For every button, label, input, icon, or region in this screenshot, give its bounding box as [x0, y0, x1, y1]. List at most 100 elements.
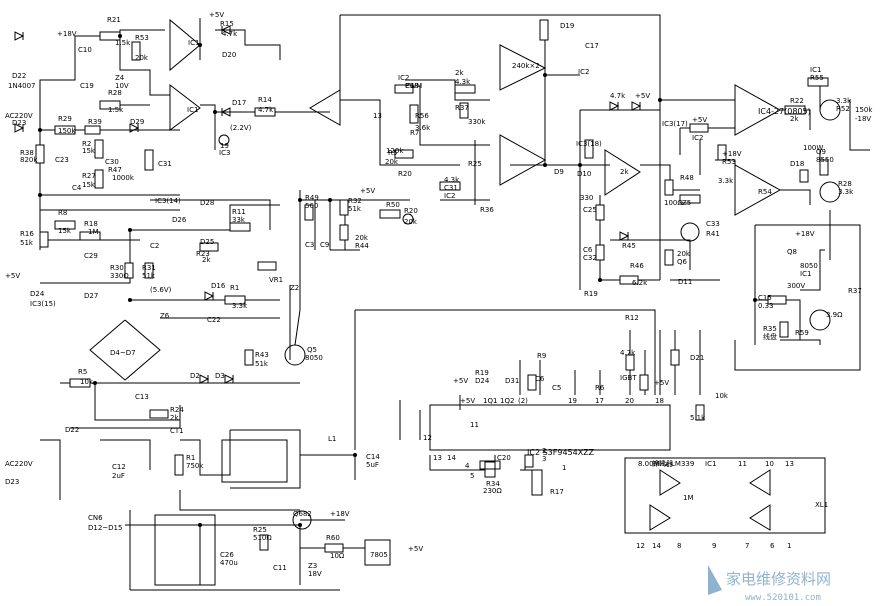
component-label: 1.5k	[108, 106, 124, 114]
component-label: 5uF	[366, 461, 379, 469]
component-label: 240k×2	[512, 62, 540, 70]
component-label: +5V	[360, 187, 375, 195]
component-label: R8	[58, 209, 67, 217]
component-label: AC220V	[5, 460, 33, 468]
component-label: 470u	[220, 559, 238, 567]
component-label: 3.3k	[718, 177, 734, 185]
component-label: 330Ω	[110, 272, 129, 280]
component-label: D29	[130, 118, 144, 126]
component-label: +5V	[408, 545, 423, 553]
component-label: 2	[0, 0, 4, 2]
component-label: D10	[577, 170, 591, 178]
component-label: 8050	[305, 354, 323, 362]
component-label: IC3(17)	[662, 120, 688, 128]
component-label: C2	[150, 242, 159, 250]
component-label: XL1	[815, 501, 828, 509]
component-label: C6	[535, 375, 545, 383]
component-label: D3	[215, 372, 225, 380]
component-label: 150k	[58, 127, 76, 135]
component-label: 2k	[790, 115, 799, 123]
component-label: 12	[423, 434, 432, 442]
component-label: IC3(15)	[30, 300, 56, 308]
component-label: 15k	[82, 181, 96, 189]
component-label: 13	[373, 112, 382, 120]
component-label: C3	[305, 241, 314, 249]
component-label: 15k	[58, 227, 72, 235]
component-label: R47	[108, 166, 122, 174]
component-label: R53	[722, 158, 736, 166]
component-label: 820k	[20, 156, 38, 164]
component-label: R16	[20, 230, 34, 238]
component-label: D22	[65, 426, 79, 434]
component-label: C30	[105, 158, 119, 166]
diodes	[14, 25, 642, 384]
component-label: 4	[465, 462, 470, 470]
component-label: R41	[706, 230, 720, 238]
component-label: 11	[470, 421, 479, 429]
component-label: 3	[0, 0, 4, 2]
component-label: +18V	[795, 230, 815, 238]
component-label: IC1	[188, 39, 199, 47]
junction-dots	[38, 34, 757, 527]
component-label: CN6	[88, 514, 103, 522]
component-label: C29	[84, 252, 98, 260]
component-label: R34	[486, 480, 500, 488]
component-label: 19	[568, 397, 577, 405]
component-label: R44	[355, 242, 369, 250]
component-label: R11	[232, 208, 246, 216]
component-label: VR1	[269, 276, 283, 284]
component-label: C17	[585, 42, 599, 50]
component-label: IC4-27(0805)	[758, 107, 811, 116]
component-label: C31	[158, 160, 172, 168]
component-label: C15	[758, 294, 772, 302]
component-label: IC2	[398, 74, 409, 82]
component-label: R48	[680, 174, 694, 182]
component-label: 10Ω	[330, 552, 345, 560]
component-label: 3.6k	[415, 124, 431, 132]
component-label: 5	[0, 0, 4, 2]
component-label: R18	[84, 220, 98, 228]
component-label: C5	[552, 384, 561, 392]
component-label: 2	[542, 447, 546, 455]
component-label: 1.5k	[115, 39, 131, 47]
component-label: 14	[447, 454, 456, 462]
component-label: 3.3k	[232, 302, 248, 310]
component-label: C6	[583, 246, 593, 254]
component-label: 51k	[255, 360, 269, 368]
component-label: 20	[625, 397, 634, 405]
component-label: +5V	[209, 11, 224, 19]
component-label: C32	[583, 254, 597, 262]
component-label: C19	[80, 82, 94, 90]
component-label: R7	[410, 129, 419, 137]
component-label: 20k	[677, 250, 691, 258]
component-label: D24	[30, 290, 45, 298]
component-label: IC2	[692, 134, 703, 142]
component-label: R52	[836, 105, 850, 113]
component-label: +18V	[722, 150, 742, 158]
component-label: 10k	[715, 392, 729, 400]
component-label: 10V	[115, 82, 129, 90]
component-label: C25	[583, 206, 597, 214]
component-label: R32	[348, 197, 362, 205]
watermark-url: www.520101.com	[745, 593, 821, 603]
component-label: L1	[328, 435, 336, 443]
component-label: IC3	[219, 149, 230, 157]
component-label: 8.00MHz	[638, 460, 669, 468]
component-label: 蜂鸣器	[652, 459, 673, 468]
component-label: D18	[790, 160, 804, 168]
component-label: +18V	[330, 510, 350, 518]
component-label: R50	[386, 201, 400, 209]
component-label: R45	[622, 242, 636, 250]
watermark: 家电维修资料网 www.520101.com	[708, 565, 831, 603]
component-label: +5V	[692, 116, 707, 124]
component-label: R6	[595, 384, 605, 392]
component-label: 14	[652, 542, 661, 550]
component-label: D21	[690, 354, 704, 362]
component-label: D28	[200, 199, 214, 207]
component-label: 33k	[232, 216, 246, 224]
component-label: 7805	[370, 551, 388, 559]
component-label: (5.6V)	[150, 286, 172, 294]
component-label: R15	[220, 20, 234, 28]
component-label: R1	[230, 284, 239, 292]
component-label: PWM	[405, 82, 422, 90]
